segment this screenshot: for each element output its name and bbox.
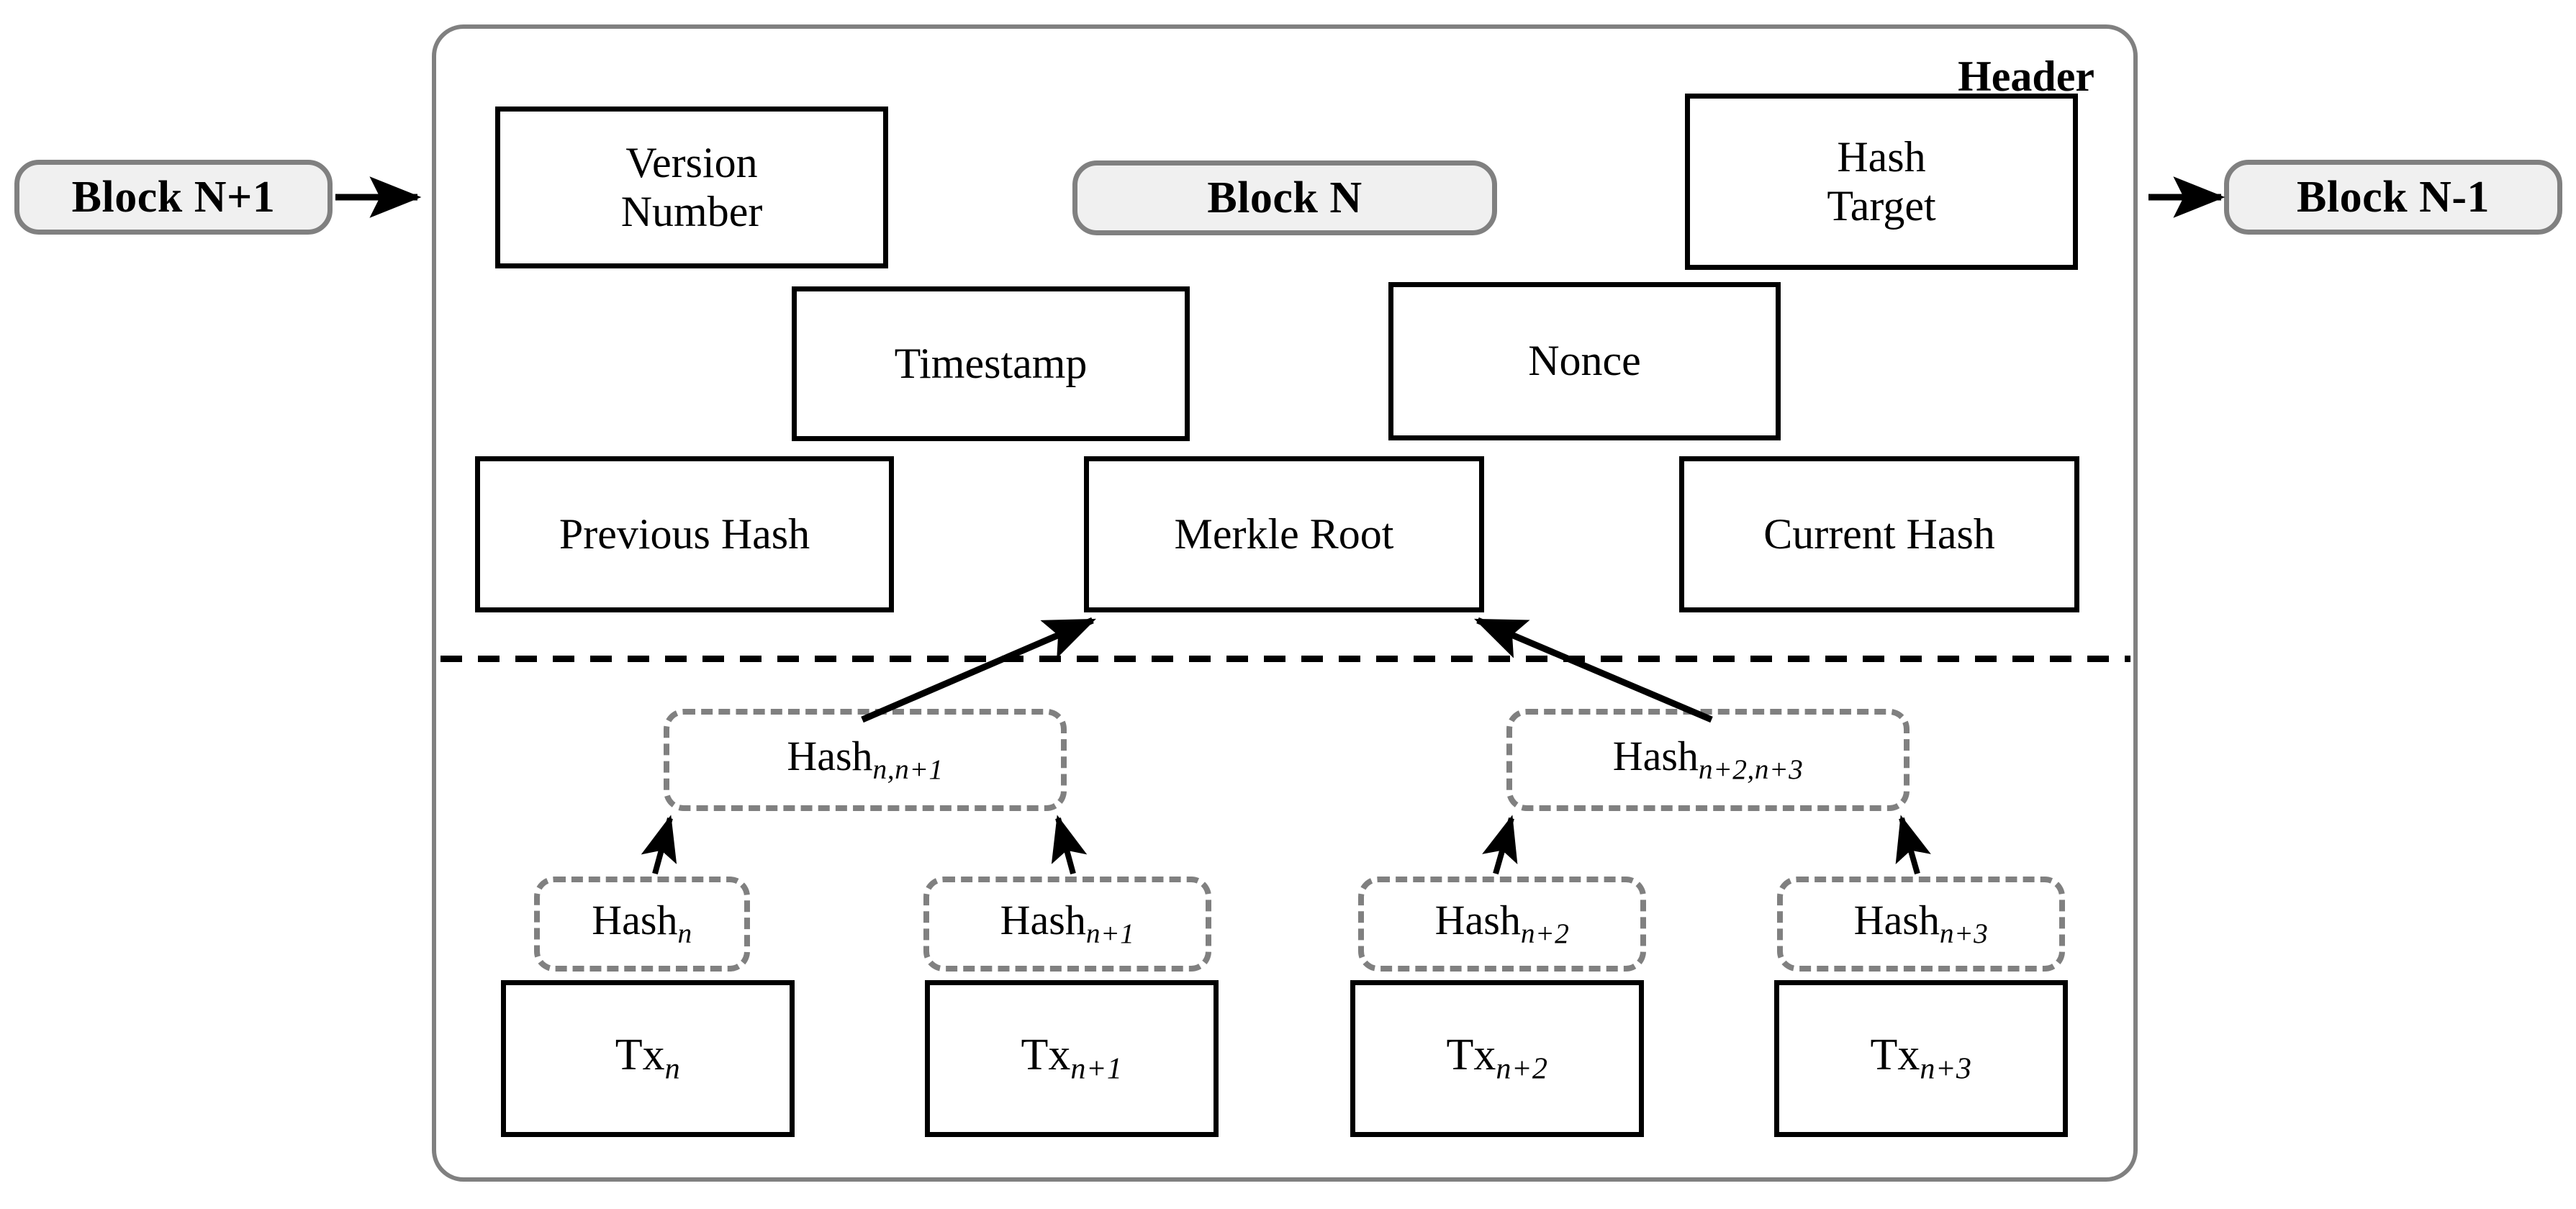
header-body-divider — [440, 656, 2130, 662]
field-hash-target-label: Hash Target — [1827, 133, 1936, 230]
merkle-leaf-hash-n3-label: Hashn+3 — [1853, 897, 1989, 950]
field-version-number[interactable]: Version Number — [495, 107, 888, 268]
next-block-label: Block N-1 — [2297, 173, 2490, 222]
merkle-leaf-hash-n[interactable]: Hashn — [534, 877, 750, 972]
transaction-tx-n1[interactable]: Txn+1 — [925, 980, 1219, 1137]
transaction-tx-n3-label: Txn+3 — [1870, 1031, 1972, 1086]
field-previous-hash[interactable]: Previous Hash — [475, 456, 894, 612]
merkle-leaf-hash-n3[interactable]: Hashn+3 — [1777, 877, 2065, 972]
merkle-node-hash-n2-n3-label: Hashn+2,n+3 — [1612, 733, 1804, 786]
block-n-pill[interactable]: Block N — [1072, 160, 1497, 235]
merkle-leaf-hash-n1[interactable]: Hashn+1 — [923, 877, 1211, 972]
merkle-leaf-hash-n1-label: Hashn+1 — [1000, 897, 1135, 950]
merkle-node-hash-n-n1-label: Hashn,n+1 — [787, 733, 944, 786]
field-current-hash[interactable]: Current Hash — [1679, 456, 2079, 612]
field-merkle-root[interactable]: Merkle Root — [1084, 456, 1484, 612]
merkle-leaf-hash-n2[interactable]: Hashn+2 — [1358, 877, 1646, 972]
previous-block-label: Block N+1 — [71, 173, 276, 222]
field-merkle-root-label: Merkle Root — [1174, 510, 1394, 558]
merkle-node-hash-n-n1[interactable]: Hashn,n+1 — [664, 709, 1067, 811]
field-current-hash-label: Current Hash — [1763, 510, 1995, 558]
transaction-tx-n3[interactable]: Txn+3 — [1774, 980, 2068, 1137]
field-timestamp-label: Timestamp — [894, 339, 1088, 387]
field-timestamp[interactable]: Timestamp — [792, 286, 1190, 441]
transaction-tx-n[interactable]: Txn — [501, 980, 795, 1137]
previous-block-pill[interactable]: Block N+1 — [14, 160, 333, 235]
field-hash-target[interactable]: Hash Target — [1685, 94, 2078, 270]
merkle-leaf-hash-n2-label: Hashn+2 — [1434, 897, 1570, 950]
transaction-tx-n2-label: Txn+2 — [1446, 1031, 1548, 1086]
field-nonce[interactable]: Nonce — [1388, 282, 1781, 440]
merkle-leaf-hash-n-label: Hashn — [592, 897, 692, 950]
field-version-number-label: Version Number — [620, 139, 763, 235]
transaction-tx-n2[interactable]: Txn+2 — [1350, 980, 1644, 1137]
block-n-label: Block N — [1207, 173, 1362, 222]
merkle-node-hash-n2-n3[interactable]: Hashn+2,n+3 — [1506, 709, 1910, 811]
next-block-pill[interactable]: Block N-1 — [2224, 160, 2562, 235]
header-section-label: Header — [1958, 53, 2094, 100]
block-n-container: Header — [432, 24, 2138, 1182]
transaction-tx-n1-label: Txn+1 — [1021, 1031, 1123, 1086]
transaction-tx-n-label: Txn — [615, 1031, 681, 1086]
field-previous-hash-label: Previous Hash — [559, 510, 810, 558]
field-nonce-label: Nonce — [1528, 337, 1641, 385]
